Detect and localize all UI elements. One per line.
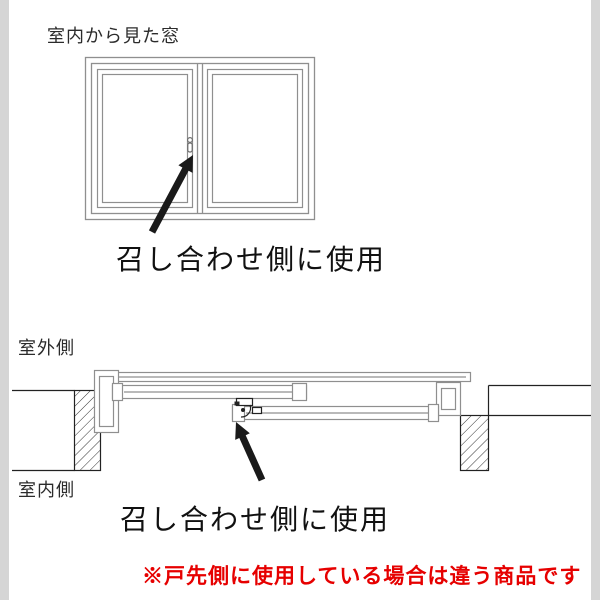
pointer-arrow-icon <box>148 155 193 234</box>
left-wall-hatch <box>12 389 102 472</box>
inner-sash <box>231 403 440 423</box>
meeting-side-caption-bottom: 召し合わせ側に使用 <box>120 504 391 535</box>
pointer-arrow-icon <box>235 422 266 482</box>
meeting-side-caption-top: 召し合わせ側に使用 <box>116 244 387 275</box>
indoor-side-label: 室内側 <box>18 480 75 500</box>
crescent-lock-section-icon <box>234 397 263 418</box>
right-wall-hatch <box>459 384 591 472</box>
window-right-sash <box>206 68 304 209</box>
warning-note: ※戸先側に使用している場合は違う商品です <box>142 565 582 588</box>
crescent-lock-icon <box>186 136 193 153</box>
horizontal-section-drawing <box>12 369 591 482</box>
left-edge-strip <box>0 0 9 600</box>
window-view-title: 室内から見た窓 <box>47 26 180 46</box>
window-interior-view-drawing <box>84 56 316 234</box>
window-frame <box>84 56 316 221</box>
outdoor-side-label: 室外側 <box>18 338 75 358</box>
right-edge-strip <box>591 0 600 600</box>
outer-sash <box>111 382 308 402</box>
section-frame <box>93 369 472 434</box>
